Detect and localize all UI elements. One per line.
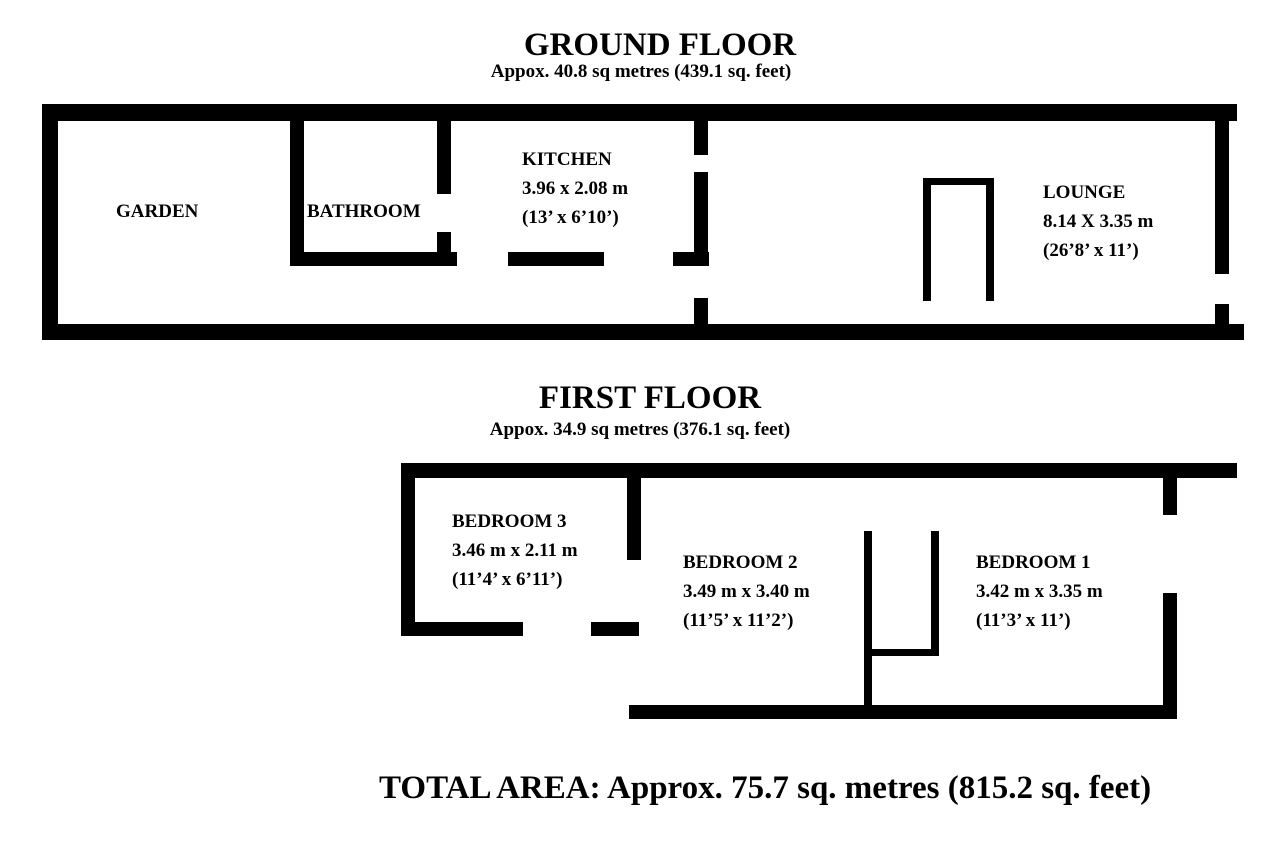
first-floor-area: Appox. 34.9 sq metres (376.1 sq. feet) xyxy=(489,419,791,440)
total-area: TOTAL AREA: Approx. 75.7 sq. metres (815… xyxy=(379,770,1152,806)
room-imperial-size: (11’4’ x 6’11’) xyxy=(452,569,563,590)
bathroom-wall-left xyxy=(290,121,304,266)
room-metric-size: 3.46 m x 2.11 m xyxy=(452,540,578,561)
room-name: BEDROOM 3 xyxy=(452,511,567,532)
room-label-lounge: LOUNGE 8.14 X 3.35 m (26’8’ x 11’) xyxy=(1043,178,1153,265)
ff-wall-right-lower xyxy=(1163,593,1177,719)
bathroom-wall-bottom xyxy=(290,252,457,266)
ff-wall-top xyxy=(401,463,1237,478)
room-name: BATHROOM xyxy=(307,201,421,222)
room-label-bedroom-1: BEDROOM 1 3.42 m x 3.35 m (11’3’ x 11’) xyxy=(976,548,1103,635)
room-imperial-size: (11’3’ x 11’) xyxy=(976,610,1071,631)
bathroom-wall-right-upper xyxy=(437,121,451,194)
room-imperial-size: (26’8’ x 11’) xyxy=(1043,240,1139,261)
first-floor-title: FIRST FLOOR xyxy=(538,380,762,416)
wall-right-lower xyxy=(1215,304,1229,332)
room-name: BEDROOM 1 xyxy=(976,552,1091,573)
wall-top xyxy=(42,104,1237,121)
room-imperial-size: (11’5’ x 11’2’) xyxy=(683,610,794,631)
room-label-garden: GARDEN xyxy=(116,197,198,226)
room-label-kitchen: KITCHEN 3.96 x 2.08 m (13’ x 6’10’) xyxy=(522,145,628,232)
kitchen-wall-right-top xyxy=(694,121,708,155)
room-label-bedroom-3: BEDROOM 3 3.46 m x 2.11 m (11’4’ x 6’11’) xyxy=(452,507,578,594)
room-label-bedroom-2: BEDROOM 2 3.49 m x 3.40 m (11’5’ x 11’2’) xyxy=(683,548,810,635)
wall-left xyxy=(42,104,58,340)
room-name: LOUNGE xyxy=(1043,182,1126,203)
ff-wall-left xyxy=(401,463,415,636)
partition-lower xyxy=(694,298,708,332)
ground-floor-title: GROUND FLOOR xyxy=(523,27,797,63)
wall-right-upper xyxy=(1215,121,1229,274)
kitchen-wall-bottom-segment xyxy=(508,252,604,266)
stairs-top xyxy=(923,178,994,185)
room-name: KITCHEN xyxy=(522,149,612,170)
room-name: BEDROOM 2 xyxy=(683,552,798,573)
ff-stairs-right xyxy=(931,531,939,656)
ff-wall-right-upper xyxy=(1163,478,1177,515)
ff-bedroom3-bottom-left xyxy=(401,622,523,636)
room-metric-size: 3.49 m x 3.40 m xyxy=(683,581,810,602)
room-name: GARDEN xyxy=(116,201,199,222)
stairs-right xyxy=(986,178,994,301)
room-imperial-size: (13’ x 6’10’) xyxy=(522,207,619,228)
bathroom-wall-right-lower xyxy=(437,232,451,266)
ground-floor-area: Appox. 40.8 sq metres (439.1 sq. feet) xyxy=(490,61,792,82)
ff-bedroom3-right-wall xyxy=(627,478,641,560)
kitchen-wall-right-middle xyxy=(694,172,708,266)
ff-bedroom3-bottom-right xyxy=(591,622,639,636)
ff-stairs-landing xyxy=(864,649,939,656)
room-metric-size: 3.96 x 2.08 m xyxy=(522,178,629,199)
ff-stairs-left xyxy=(864,531,872,709)
ff-wall-bottom xyxy=(629,705,1177,719)
stairs-left xyxy=(923,178,931,301)
room-metric-size: 8.14 X 3.35 m xyxy=(1043,211,1154,232)
wall-bottom xyxy=(42,324,1244,340)
room-metric-size: 3.42 m x 3.35 m xyxy=(976,581,1103,602)
room-label-bathroom: BATHROOM xyxy=(307,197,421,226)
